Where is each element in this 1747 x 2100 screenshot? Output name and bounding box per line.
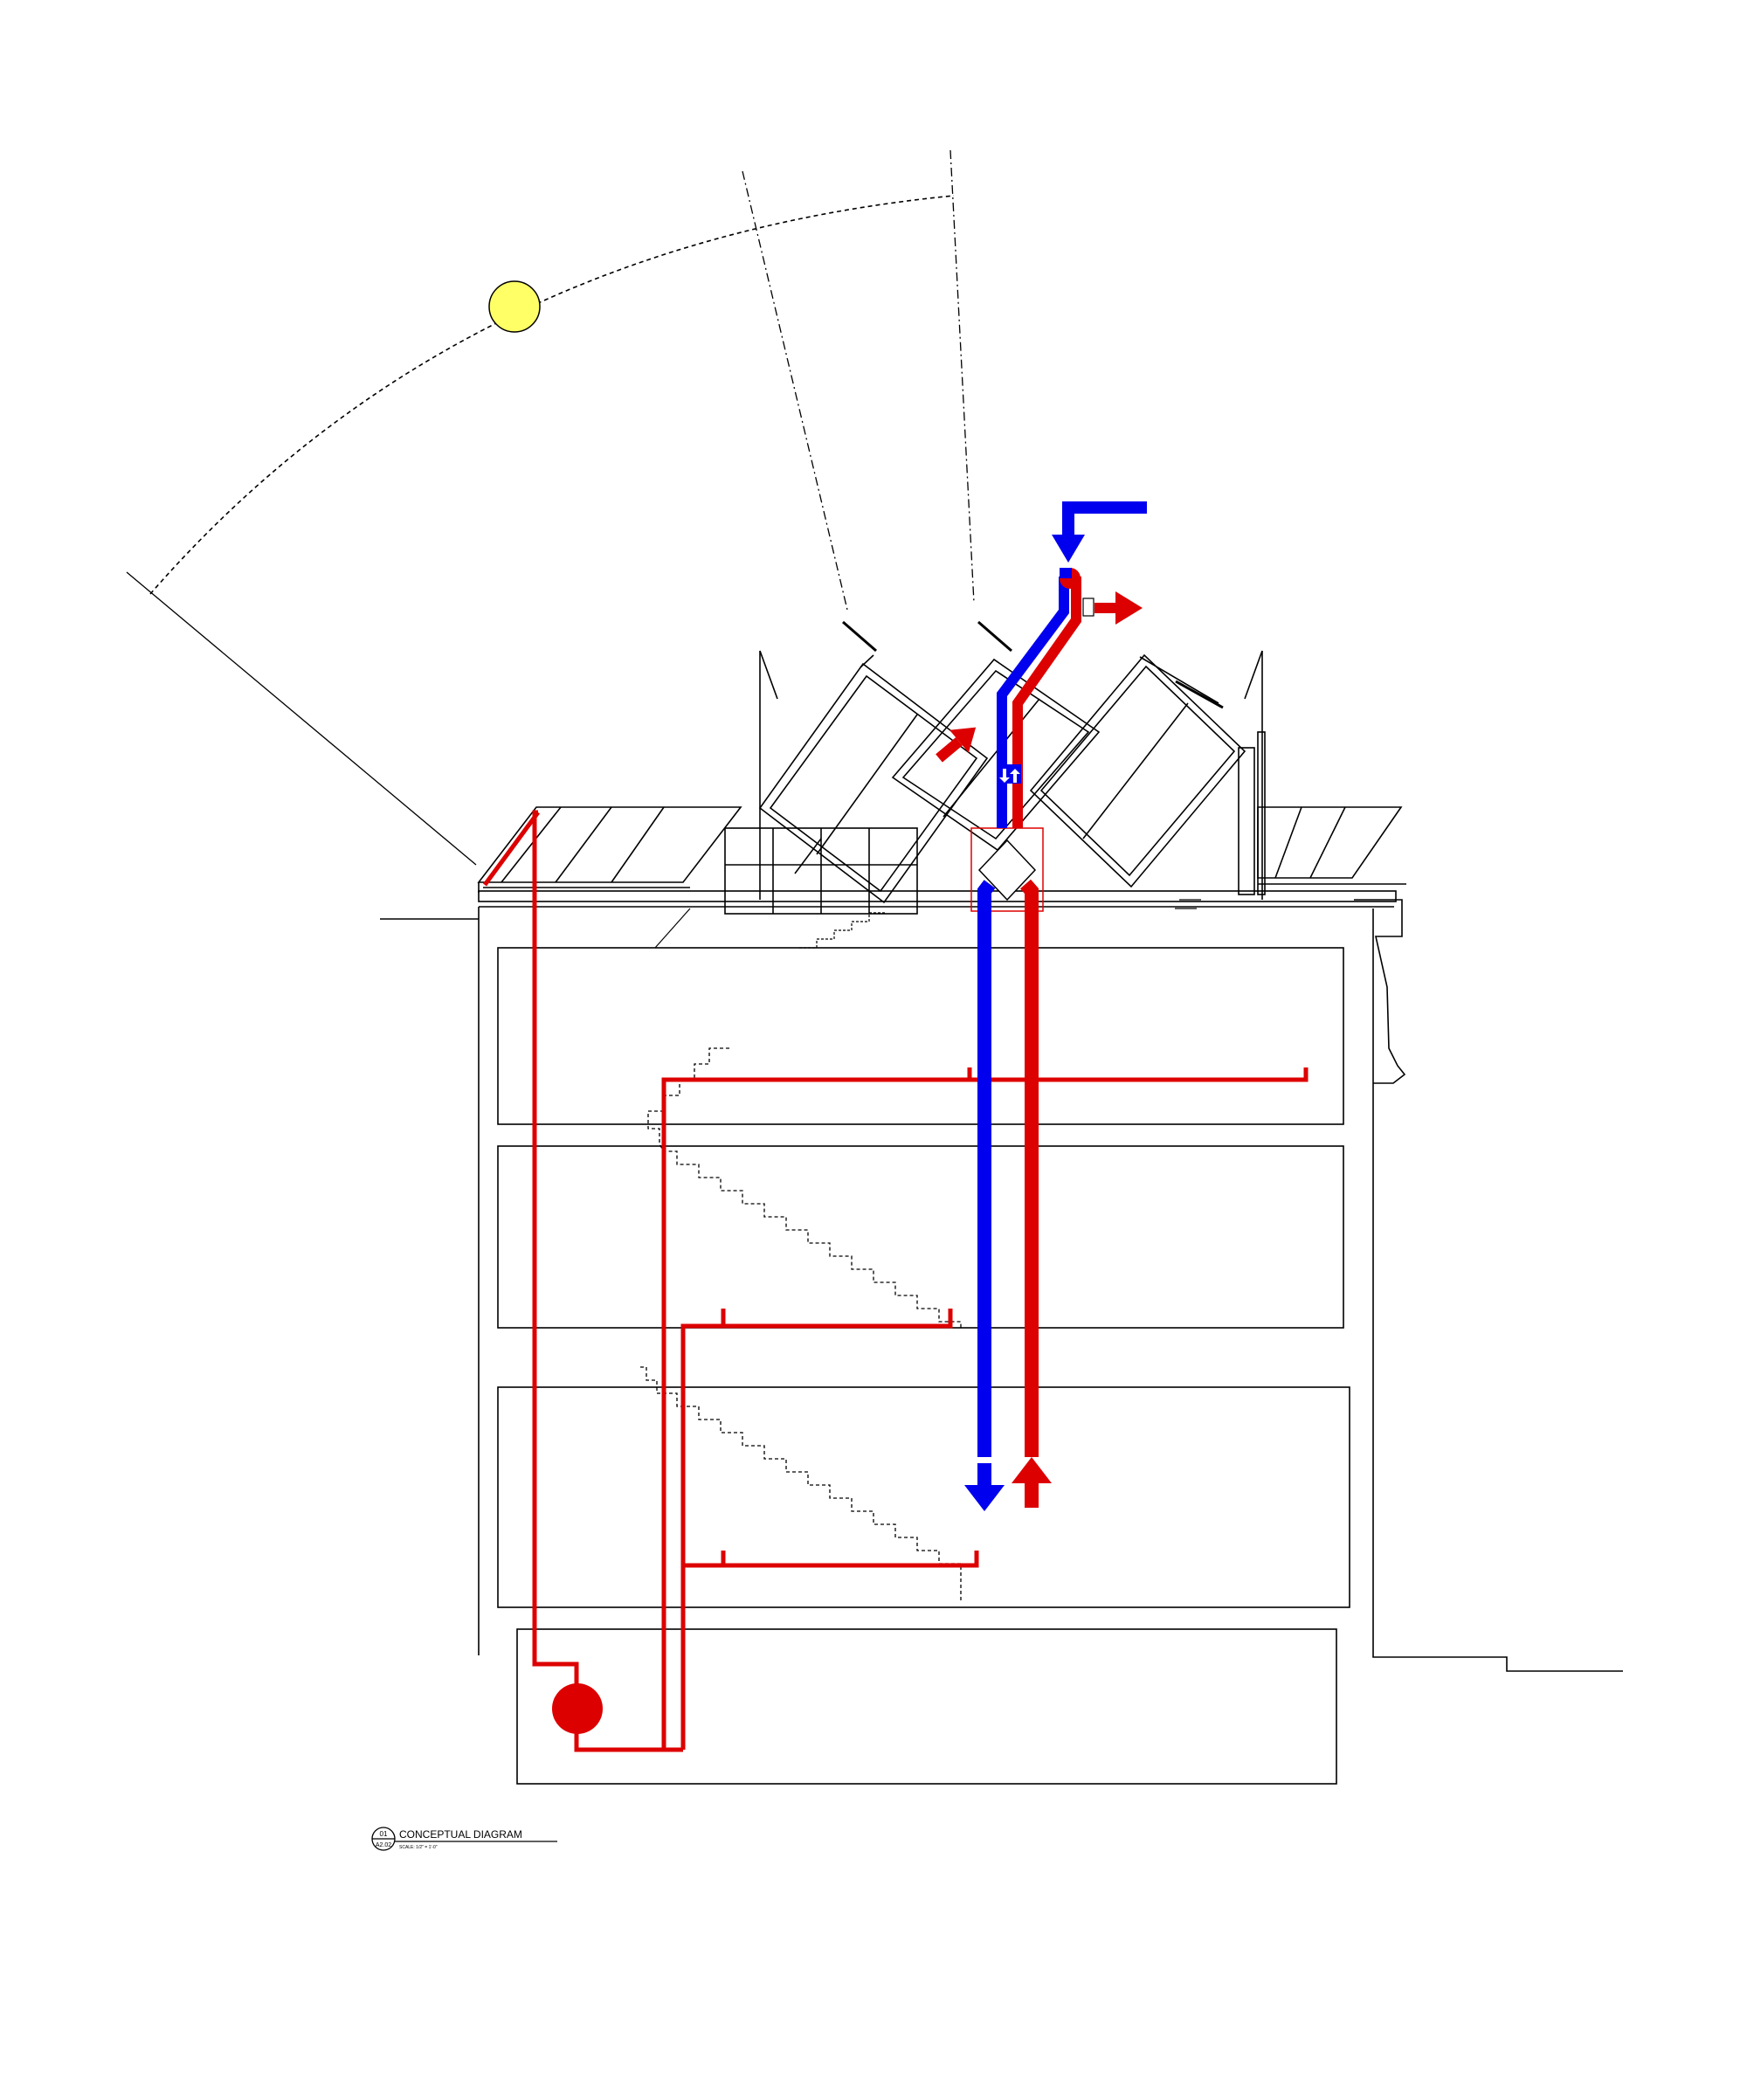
storage-tank-icon [552,1683,603,1734]
exhaust-out-arrow-shaft [1094,603,1115,613]
bidirectional-flow-icon [997,764,1021,784]
building-section [478,899,1623,1785]
tilted-collector-right [1029,653,1246,888]
warm-air-arrow [936,727,977,763]
sun-ray-left [126,571,477,866]
title-block: 01 A2.02 CONCEPTUAL DIAGRAM SCALE: 1/2" … [371,1827,557,1851]
drawing-title: CONCEPTUAL DIAGRAM [399,1828,522,1841]
sun-arc [149,195,955,595]
roof-structure [380,620,1406,949]
sheet-number: A2.02 [376,1842,391,1848]
fresh-air-intake-arrow [1052,535,1085,563]
branch-floor-1 [683,1551,979,1568]
stair-lower [640,1366,962,1603]
roof-slab [478,890,1397,902]
facade-cornice [1354,899,1406,1084]
tilted-collector-left [758,654,989,904]
sun-icon [488,280,541,333]
sun-ray-middle [742,170,848,611]
supply-down-arrow [964,1485,1005,1511]
tilted-collector-center [891,658,1101,852]
detail-number: 01 [380,1830,388,1838]
stair-upper [647,1047,962,1328]
floor-3 [497,947,1344,1125]
riser-to-tank [532,810,579,1684]
drawing-scale: SCALE: 1/2" = 1'-0" [399,1845,438,1850]
riser-b [680,1309,953,1750]
support-post-right [1238,747,1255,895]
sun-ray-right [949,149,975,604]
reflector-bar-left [842,620,877,653]
return-duct-main [1019,879,1039,1457]
clerestory-glazing [724,827,918,915]
floor-1 [497,1386,1350,1608]
return-up-arrow [1012,1457,1052,1483]
reflector-bar-center [977,620,1012,653]
tank-outlet-pipe [574,1732,683,1752]
fresh-air-intake-duct [1062,501,1147,535]
hot-water-piping [482,810,1309,1752]
ventilation-ducts [936,501,1147,1511]
basement [516,1628,1337,1785]
exterior-wall-right [1372,908,1623,1672]
supply-duct-main [977,880,996,1457]
sun-path [126,149,975,866]
solar-panel-left [477,806,742,893]
floor-2 [497,1145,1344,1329]
heat-exchanger-icon [977,839,1037,901]
solar-panel-right [1257,806,1406,885]
exhaust-out-arrow [1115,591,1143,625]
supply-duct-upper [997,577,1069,828]
roof-stair [799,912,887,949]
collector-supply-pipe [482,811,541,887]
reflector-bar-right [1175,680,1224,709]
